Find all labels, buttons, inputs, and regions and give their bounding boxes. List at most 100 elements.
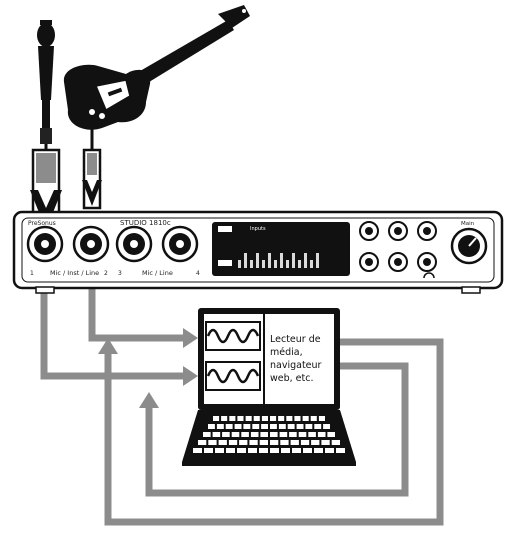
keyboard-key	[226, 448, 235, 453]
mic-cable	[30, 148, 62, 230]
meter-bar	[262, 260, 265, 268]
keyboard-key	[317, 432, 326, 437]
keyboard-key	[294, 416, 301, 421]
guitar-arrow-down-icon	[82, 180, 102, 206]
cable-return-outer	[104, 338, 444, 526]
keyboard-key	[270, 448, 279, 453]
keyboard-key	[229, 416, 236, 421]
keyboard-key	[218, 440, 227, 445]
knob-row-top[interactable]	[359, 221, 437, 241]
meter-bar	[244, 253, 247, 268]
keyboard-key	[241, 432, 249, 437]
keyboard-key	[321, 440, 330, 445]
meter-bar	[298, 260, 301, 268]
keyboard-key	[208, 424, 215, 429]
keyboard-key	[286, 416, 293, 421]
laptop-screen-text: Lecteur de média, navigateur web, etc.	[270, 334, 322, 384]
guitar-icon	[63, 5, 250, 150]
input-jack-3[interactable]	[115, 225, 153, 263]
keyboard-key	[292, 448, 301, 453]
keyboard-key	[278, 424, 286, 429]
keyboard-key	[300, 440, 310, 445]
input-jack-1[interactable]	[26, 225, 64, 263]
keyboard-key	[213, 416, 220, 421]
knob-row-bottom[interactable]	[359, 252, 437, 272]
keyboard-key	[305, 424, 313, 429]
keyboard-key	[203, 432, 211, 437]
model-label: STUDIO 1810c	[120, 219, 171, 227]
keyboard-key	[289, 432, 297, 437]
keyboard-key	[252, 424, 260, 429]
keyboard-key	[327, 432, 335, 437]
meter-bar	[238, 260, 241, 268]
keyboard-key	[279, 432, 288, 437]
cable-return-inner	[145, 362, 409, 497]
waveform-icon-bottom	[205, 361, 261, 391]
keyboard-key	[239, 440, 248, 445]
keyboard-key	[296, 424, 304, 429]
keyboard-key	[250, 432, 259, 437]
keyboard-key	[311, 440, 320, 445]
main-volume-knob[interactable]	[450, 227, 488, 265]
keyboard-key	[237, 416, 244, 421]
meter-bar	[280, 253, 283, 268]
keyboard-key	[278, 416, 285, 421]
arrow-up-outer	[98, 338, 118, 354]
meter-bar	[292, 253, 295, 268]
keyboard-key	[290, 440, 299, 445]
keyboard-key	[298, 432, 307, 437]
keyboard-key	[225, 424, 233, 429]
keyboard-key	[253, 416, 260, 421]
meter-bar	[304, 253, 307, 268]
keyboard-key	[248, 448, 257, 453]
audio-interface: STUDIO 1810c PreSonus Mic / Inst / Line …	[12, 210, 504, 294]
keyboard-key	[314, 424, 322, 429]
cable-routing	[40, 284, 444, 526]
keyboard-key	[303, 448, 312, 453]
arrow-up-inner	[139, 392, 159, 408]
mic-arrow-down-icon	[30, 190, 62, 230]
keyboard-key	[215, 448, 224, 453]
cable-input-2-to-laptop	[40, 284, 190, 380]
keyboard-key	[260, 432, 268, 437]
display-title: Inputs	[250, 226, 266, 232]
meter-display: Inputs	[212, 222, 350, 276]
input-label-left: Mic / Inst / Line	[50, 269, 99, 277]
keyboard-key	[270, 432, 278, 437]
cable-input-1-to-laptop	[88, 284, 190, 342]
meter-bar	[286, 260, 289, 268]
keyboard-key	[259, 448, 268, 453]
keyboard-key	[234, 424, 242, 429]
keyboard-key	[245, 416, 252, 421]
arrow-right-top	[183, 328, 198, 348]
microphone-icon	[37, 20, 55, 162]
meter-bar	[316, 253, 319, 268]
guitar-cable	[82, 148, 102, 210]
keyboard-key	[314, 448, 323, 453]
headphone-icon	[423, 272, 435, 279]
brand-label: PreSonus	[28, 220, 56, 227]
keyboard-key	[198, 440, 207, 445]
keyboard-key	[212, 432, 221, 437]
input-jack-2[interactable]	[72, 225, 110, 263]
input-number-2: 2	[104, 270, 108, 277]
meter-bar	[268, 253, 271, 268]
input-number-3: 3	[118, 270, 122, 277]
keyboard-key	[228, 440, 238, 445]
meter-bar	[274, 260, 277, 268]
keyboard-key	[323, 424, 330, 429]
keyboard-key	[270, 424, 277, 429]
arrow-right-bottom	[183, 366, 198, 386]
laptop-base	[182, 410, 356, 462]
keyboard-key	[261, 424, 268, 429]
keyboard-key	[270, 416, 277, 421]
keyboard-key	[325, 448, 334, 453]
keyboard-key	[243, 424, 251, 429]
input-jack-4[interactable]	[161, 225, 199, 263]
keyboard-key	[310, 416, 317, 421]
input-number-1: 1	[30, 270, 34, 277]
keyboard-key	[237, 448, 246, 453]
waveform-icon-top	[205, 321, 261, 351]
keyboard-key	[222, 432, 230, 437]
keyboard-key	[302, 416, 309, 421]
